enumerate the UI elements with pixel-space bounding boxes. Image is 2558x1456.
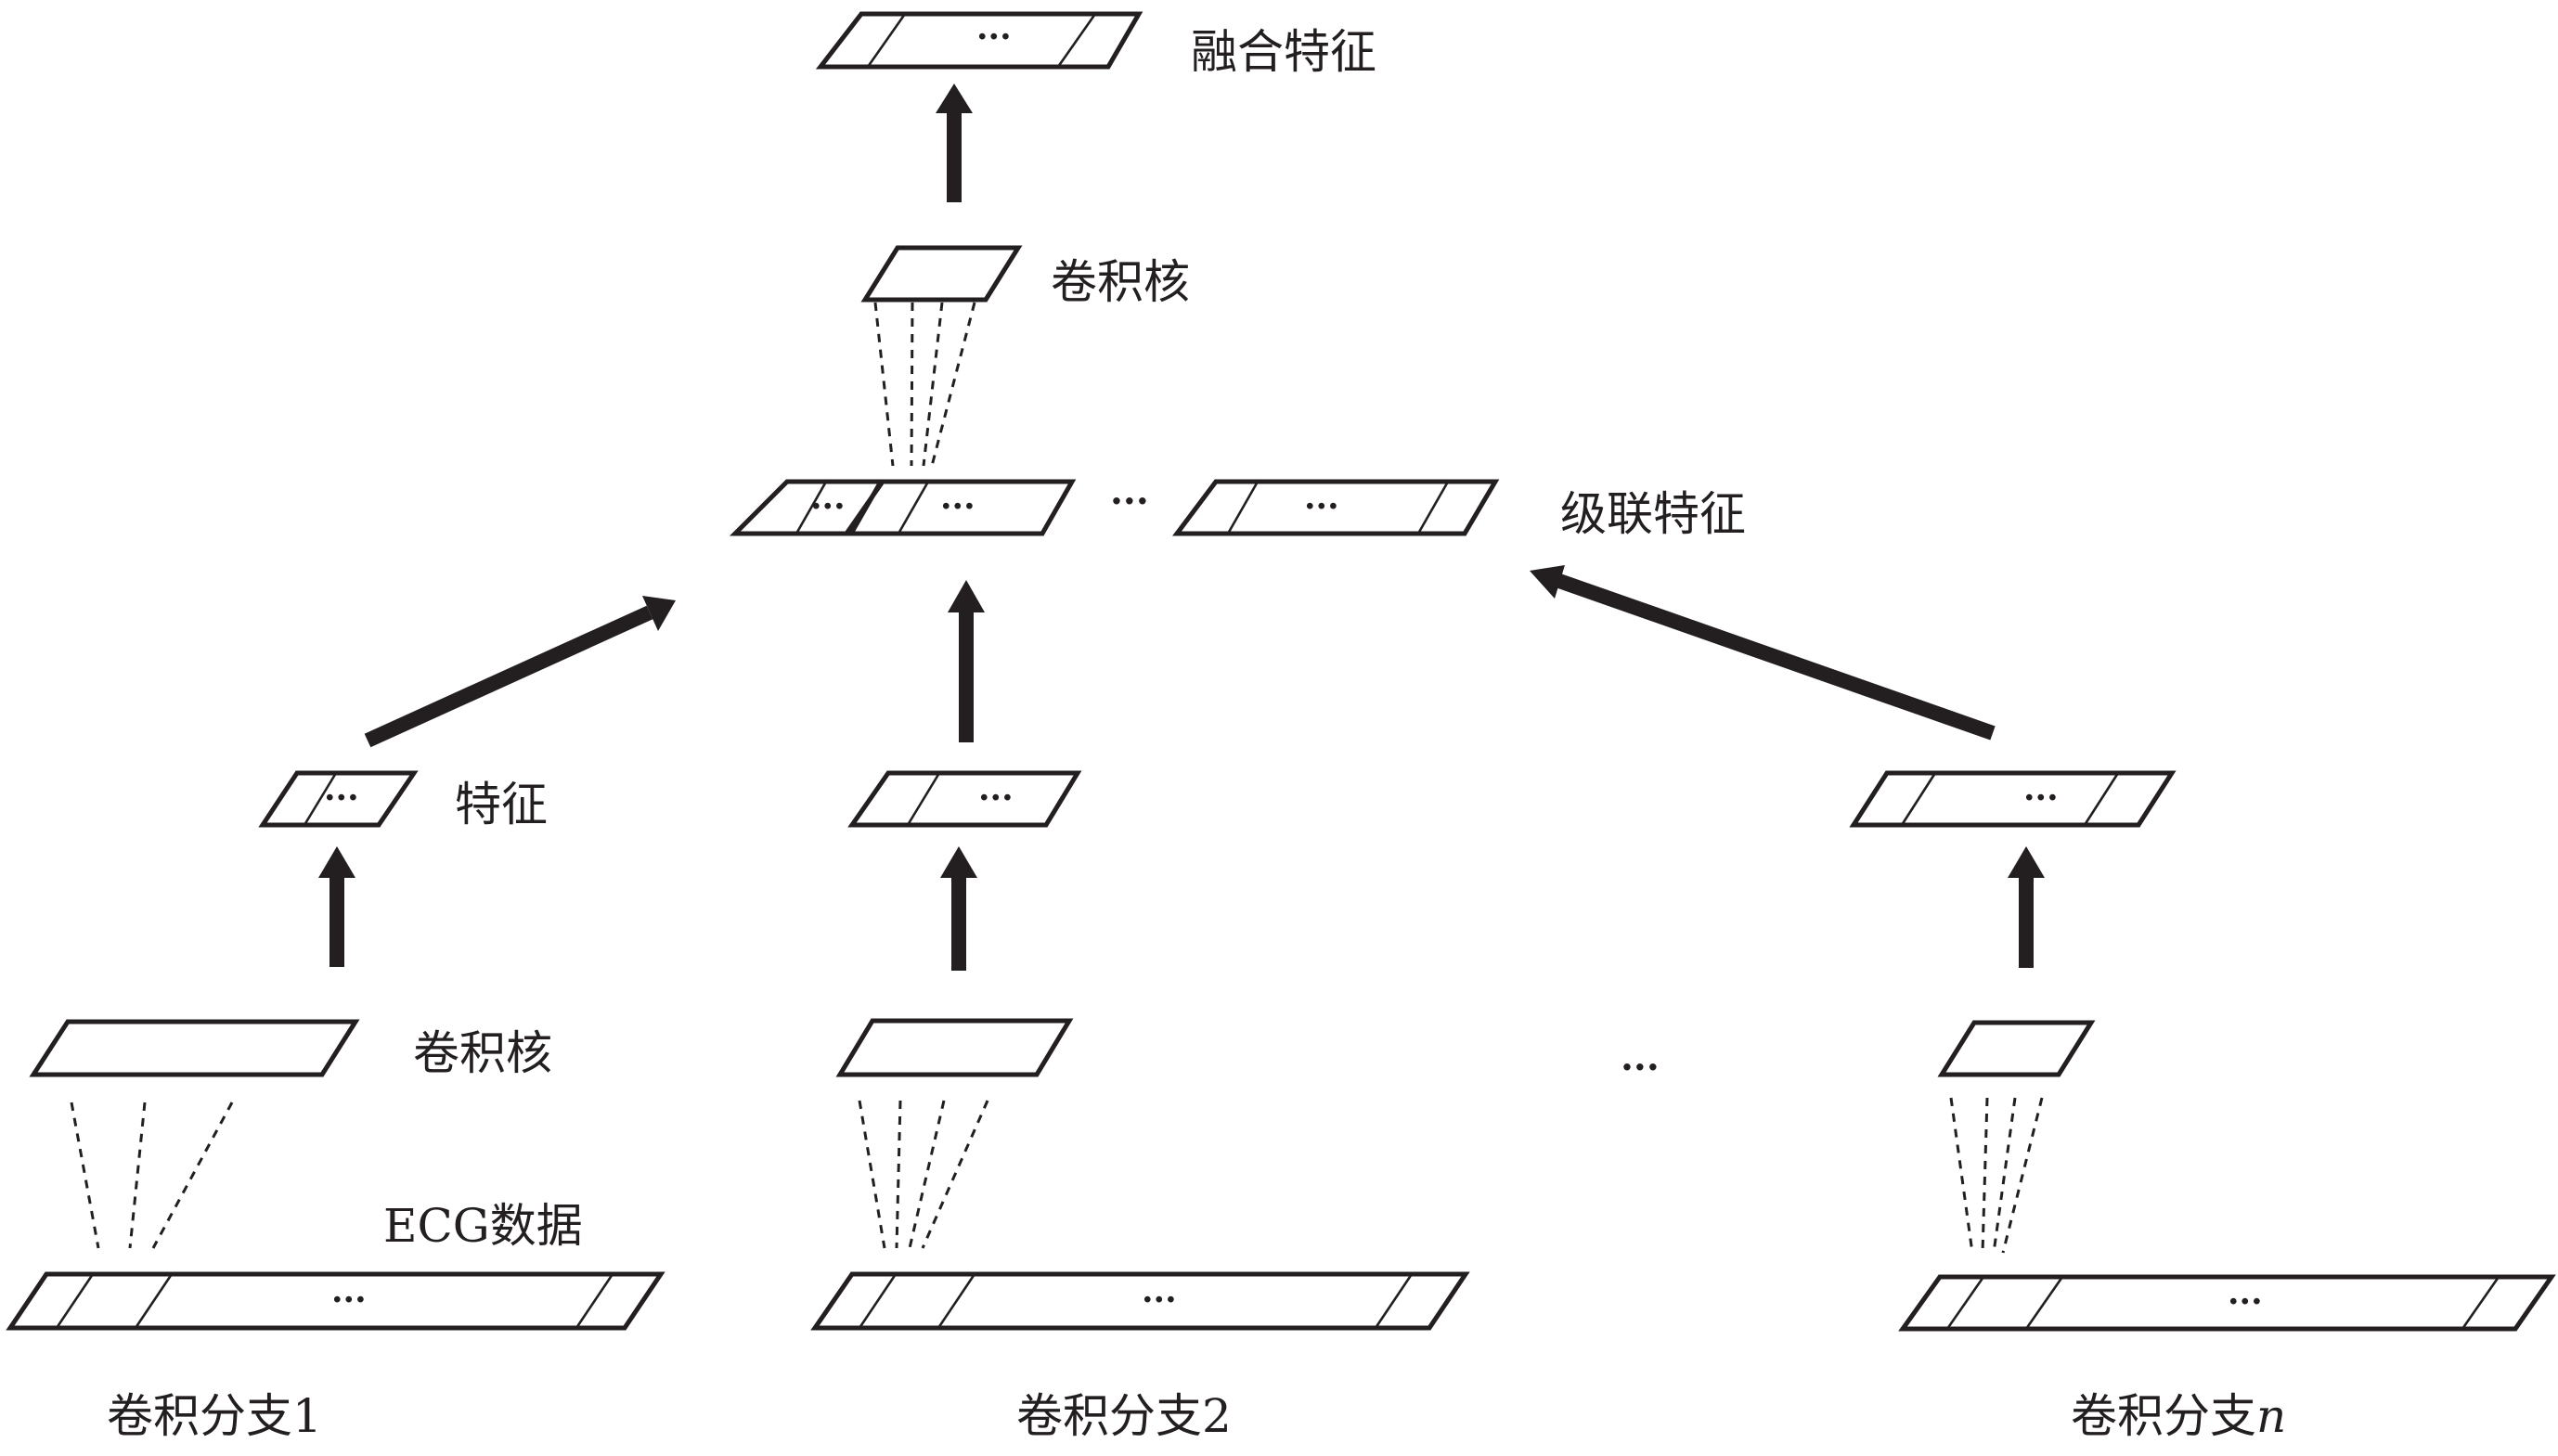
branch1-feature-ellipsis: ··· xyxy=(324,779,359,818)
branchn-ecg-input-block: ··· xyxy=(1898,1274,2556,1332)
arrow-branch1-to-concat xyxy=(364,596,676,748)
branchn-feature-ellipsis: ··· xyxy=(2023,779,2059,818)
ecg-data-label: ECG数据 xyxy=(383,1199,583,1253)
concat-feature-label: 级联特征 xyxy=(1560,487,1746,541)
branch2-feature-ellipsis: ··· xyxy=(978,779,1014,818)
branchn-kernel-block xyxy=(1937,1020,2096,1077)
branchn-receptive-lines xyxy=(1949,1097,2044,1254)
branch1-receptive-lines xyxy=(70,1102,234,1249)
branch1-kernel-block xyxy=(29,1019,360,1077)
concat-feature-block-n: ··· xyxy=(1172,479,1500,536)
branchn-label-suffix: n xyxy=(2256,1389,2286,1443)
top-kernel-block xyxy=(860,245,1023,303)
arrow-branchn-kernel-to-feature xyxy=(2008,846,2045,968)
arrow-branchn-to-concat xyxy=(1530,565,1996,741)
branch2-feature-block: ··· xyxy=(847,770,1082,828)
fused-feature-ellipsis: ··· xyxy=(976,18,1012,57)
branchn-ecg-ellipsis: ··· xyxy=(2228,1282,2263,1321)
branchn-label-prefix: 卷积分支 xyxy=(2071,1389,2256,1443)
branchn-label: 卷积分支n xyxy=(2071,1389,2286,1443)
branch1-feature-block: ··· xyxy=(258,770,419,828)
concat-gap-ellipsis: ··· xyxy=(1110,480,1149,523)
branch2-ecg-input-block: ··· xyxy=(810,1271,1470,1331)
arrow-branch2-to-concat xyxy=(948,580,985,742)
branch1-ecg-ellipsis: ··· xyxy=(331,1281,367,1320)
concat-n-ellipsis: ··· xyxy=(1304,487,1339,526)
arrow-branch2-kernel-to-feature xyxy=(940,846,977,971)
branch2-kernel-block xyxy=(835,1018,1074,1077)
branches-gap-ellipsis: ··· xyxy=(1621,1046,1660,1089)
arrow-kernel-to-fused xyxy=(936,84,973,202)
concat-1-ellipsis: ··· xyxy=(810,487,846,526)
arrow-branch1-kernel-to-feature xyxy=(318,846,355,967)
branch1-label: 卷积分支1 xyxy=(107,1389,322,1443)
fused-feature-block: ··· xyxy=(815,11,1143,70)
branch2-label: 卷积分支2 xyxy=(1016,1389,1232,1443)
concat-feature-block-2: ··· xyxy=(842,479,1077,536)
top-receptive-lines xyxy=(873,302,976,467)
branch2-ecg-ellipsis: ··· xyxy=(1142,1281,1177,1320)
branch1-ecg-input-block: ··· xyxy=(6,1271,665,1331)
concat-2-ellipsis: ··· xyxy=(940,487,975,526)
fused-feature-label: 融合特征 xyxy=(1191,25,1376,79)
top-kernel-label: 卷积核 xyxy=(1051,255,1190,309)
feature-label: 特征 xyxy=(455,778,548,831)
concat-feature-block-1: ··· xyxy=(729,479,885,536)
branch1-kernel-label: 卷积核 xyxy=(413,1026,552,1080)
branchn-feature-block: ··· xyxy=(1849,770,2177,828)
branch2-receptive-lines xyxy=(858,1100,989,1249)
